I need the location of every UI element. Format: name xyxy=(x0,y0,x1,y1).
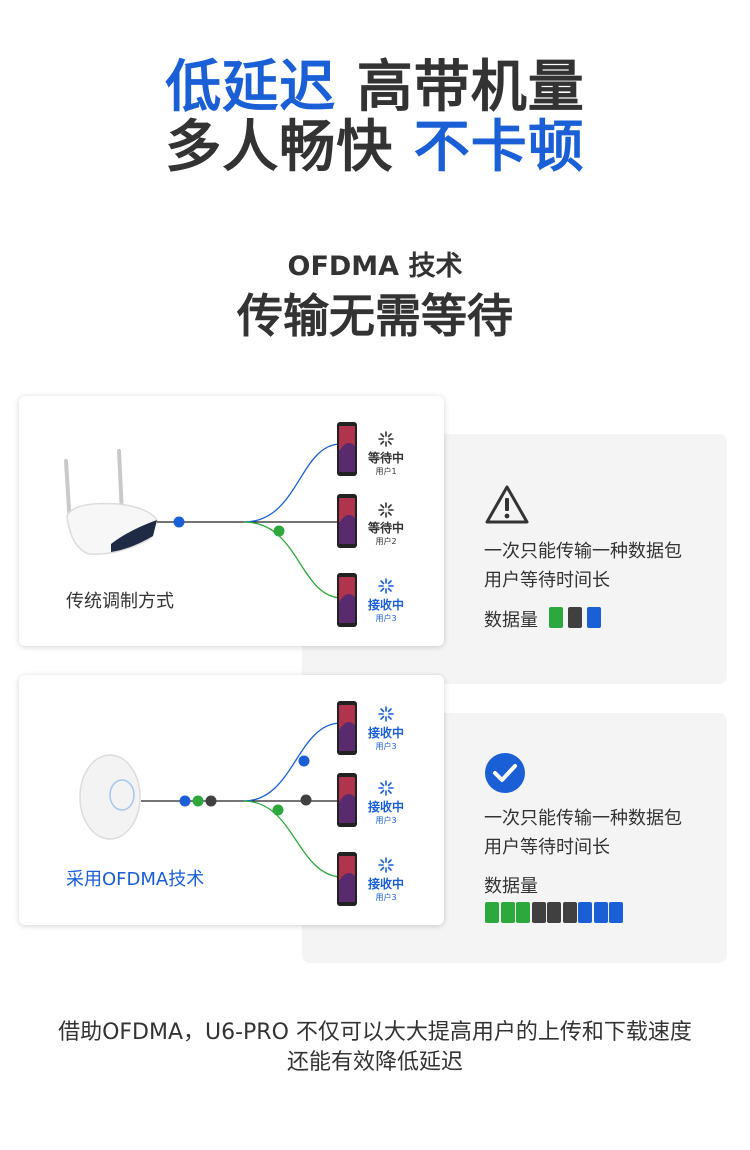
traditional-data-label: 数据量 xyxy=(484,610,538,631)
loading-spinner-icon xyxy=(378,502,394,518)
data-packet-block xyxy=(531,902,546,923)
loading-spinner-icon xyxy=(378,706,394,722)
data-packet-block xyxy=(516,902,530,923)
phone-3 xyxy=(337,573,357,627)
traditional-packet-bar xyxy=(549,607,609,628)
user-status: 接收中 xyxy=(368,597,404,612)
packet-dot xyxy=(173,516,185,528)
loading-spinner-icon xyxy=(378,857,394,873)
ofdma-caption: 采用OFDMA技术 xyxy=(66,869,205,890)
packet-dot xyxy=(273,525,285,537)
data-packet-block xyxy=(587,607,601,628)
info-line-2: 用户等待时间长 xyxy=(484,837,610,858)
info-line-1: 一次只能传输一种数据包 xyxy=(484,808,682,829)
warning-triangle-icon xyxy=(485,485,529,524)
footer-line-1: 借助OFDMA，U6-PRO 不仅可以大大提高用户的上传和下载速度 xyxy=(58,1020,692,1045)
phone-3 xyxy=(337,852,357,906)
data-packet-block xyxy=(562,902,577,923)
ap-ring xyxy=(109,779,135,811)
loading-spinner-icon xyxy=(378,431,394,447)
ofdma-data-label: 数据量 xyxy=(484,876,538,897)
user-name: 用户3 xyxy=(375,741,396,751)
headline-line-2: 多人畅快 不卡顿 xyxy=(0,118,750,178)
traditional-info-text: 一次只能传输一种数据包 用户等待时间长 xyxy=(484,537,682,595)
traditional-caption: 传统调制方式 xyxy=(66,591,174,612)
subtitle-main: 传输无需等待 xyxy=(237,289,513,343)
footer-line-2: 还能有效降低延迟 xyxy=(286,1050,463,1075)
data-packet-block xyxy=(568,607,582,628)
user-name: 用户3 xyxy=(375,815,396,825)
ofdma-diagram-card: 接收中 用户3 接收中 用户3 接收中 用户3 采用OFDMA技术 xyxy=(19,675,444,925)
user-name: 用户3 xyxy=(375,892,396,902)
router-front xyxy=(111,520,157,552)
data-packet-block xyxy=(549,607,563,628)
headline-dark-text-2: 多人畅快 xyxy=(165,115,394,180)
ofdma-info-text: 一次只能传输一种数据包 用户等待时间长 xyxy=(484,804,682,862)
headline-blue-text-2: 不卡顿 xyxy=(413,115,585,180)
ofdma-packet-bar xyxy=(485,902,635,923)
loading-spinner-icon xyxy=(378,780,394,796)
data-packet-block xyxy=(593,902,608,923)
loading-spinner-icon xyxy=(378,578,394,594)
traditional-diagram: 等待中 用户1 等待中 用户2 接收中 用户3 xyxy=(64,422,404,627)
phone-1 xyxy=(337,701,357,755)
user-status: 接收中 xyxy=(368,799,404,814)
data-packet-block xyxy=(547,902,561,923)
headline-blue-text: 低延迟 xyxy=(165,55,337,120)
ofdma-diagram: 接收中 用户3 接收中 用户3 接收中 用户3 xyxy=(79,701,404,906)
user-name: 用户3 xyxy=(375,613,396,623)
data-packet-block xyxy=(485,902,499,923)
antenna-right xyxy=(117,449,124,516)
phone-2 xyxy=(337,773,357,827)
phone-1 xyxy=(337,422,357,476)
check-circle-icon xyxy=(485,753,525,793)
user-status: 接收中 xyxy=(368,725,404,740)
user-name: 用户1 xyxy=(375,466,396,476)
user-status: 等待中 xyxy=(367,450,404,465)
data-packet-block xyxy=(609,902,623,923)
headline-dark-text: 高带机量 xyxy=(356,55,585,120)
info-line-2: 用户等待时间长 xyxy=(484,570,610,591)
headline-line-1: 低延迟 高带机量 xyxy=(0,58,750,118)
user-name: 用户2 xyxy=(375,536,396,546)
data-packet-block xyxy=(578,902,592,923)
data-packet-block xyxy=(500,902,515,923)
traditional-diagram-card: 等待中 用户1 等待中 用户2 接收中 用户3 传统调制方式 xyxy=(19,396,444,646)
phone-2 xyxy=(337,494,357,548)
user-status: 接收中 xyxy=(368,876,404,891)
info-line-1: 一次只能传输一种数据包 xyxy=(484,541,682,562)
user-status: 等待中 xyxy=(367,520,404,535)
subtitle-tech: OFDMA 技术 xyxy=(287,251,463,282)
